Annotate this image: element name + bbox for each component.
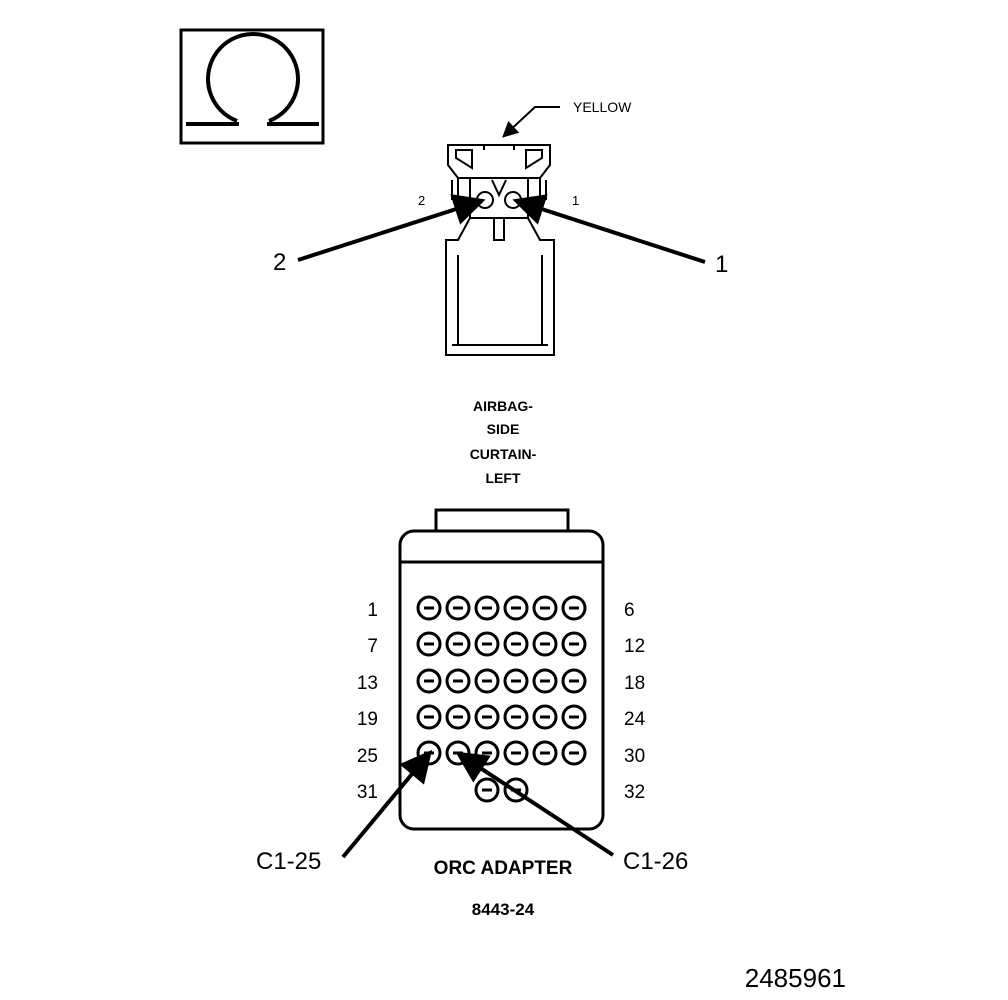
row-label-right: 32 <box>624 782 645 803</box>
connector-name-line: SIDE <box>487 421 520 437</box>
pin-cavity <box>561 595 587 621</box>
pin-label-2: 2 <box>418 193 425 208</box>
pin-cavity <box>532 740 558 766</box>
row-label-left: 13 <box>357 673 378 694</box>
adapter-name: ORC ADAPTER <box>434 858 573 879</box>
ohm-icon <box>179 28 325 145</box>
pin-cavity <box>561 704 587 730</box>
pin-cavity <box>503 595 529 621</box>
pin-cavity <box>561 631 587 657</box>
pin-cavity <box>503 740 529 766</box>
airbag-connector <box>445 144 555 356</box>
connector-name-line: AIRBAG- <box>473 398 533 414</box>
pin-cavity <box>532 631 558 657</box>
pin-cavity <box>474 777 500 803</box>
callout-label-c1-25: C1-25 <box>256 848 321 875</box>
pin-cavity <box>445 631 471 657</box>
pin-cavity <box>474 704 500 730</box>
callout-arrow-1 <box>512 194 706 264</box>
pin-cavity <box>532 704 558 730</box>
row-label-left: 31 <box>357 782 378 803</box>
connector-name-line: LEFT <box>486 470 521 486</box>
row-label-left: 7 <box>367 636 378 657</box>
pin-cavity <box>416 631 442 657</box>
row-label-left: 19 <box>357 709 378 730</box>
pin-cavity <box>416 595 442 621</box>
callout-arrow-2 <box>297 194 486 262</box>
yellow-leader <box>502 106 560 138</box>
callout-label-2: 2 <box>273 249 286 276</box>
row-label-right: 24 <box>624 709 646 730</box>
adapter-part-number: 8443-24 <box>472 900 535 919</box>
pin-cavity <box>532 595 558 621</box>
pin-cavity <box>445 704 471 730</box>
pin-cavity <box>474 740 500 766</box>
pin-cavity <box>561 668 587 694</box>
pin-cavity <box>474 668 500 694</box>
pin-cavity <box>503 704 529 730</box>
row-label-right: 18 <box>624 673 645 694</box>
pin-cavity <box>561 740 587 766</box>
connector-name: AIRBAG- SIDE CURTAIN- LEFT <box>470 398 537 486</box>
callout-arrow-c1-26 <box>455 751 615 857</box>
connector-name-line: CURTAIN- <box>470 446 537 462</box>
callout-arrow-c1-25 <box>341 749 433 859</box>
pin-cavity <box>532 668 558 694</box>
row-label-left: 25 <box>357 746 378 767</box>
row-label-right: 30 <box>624 746 645 767</box>
callout-label-c1-26: C1-26 <box>623 848 688 875</box>
row-label-right: 12 <box>624 636 645 657</box>
pin-cavity <box>474 595 500 621</box>
row-label-left: 1 <box>367 600 378 621</box>
pin-cavity <box>416 668 442 694</box>
row-label-right: 6 <box>624 600 635 621</box>
pin-cavity <box>445 668 471 694</box>
pin-cavity <box>416 704 442 730</box>
figure-number: 2485961 <box>745 963 846 993</box>
color-callout-label: YELLOW <box>573 99 632 115</box>
pin-cavity <box>503 668 529 694</box>
pin-cavity <box>474 631 500 657</box>
adapter-row-labels: 1 7 13 19 25 31 6 12 18 24 30 32 <box>357 600 646 803</box>
callout-label-1: 1 <box>715 251 728 278</box>
pin-cavity <box>445 595 471 621</box>
pin-cavity <box>503 631 529 657</box>
pin-label-1: 1 <box>572 193 579 208</box>
